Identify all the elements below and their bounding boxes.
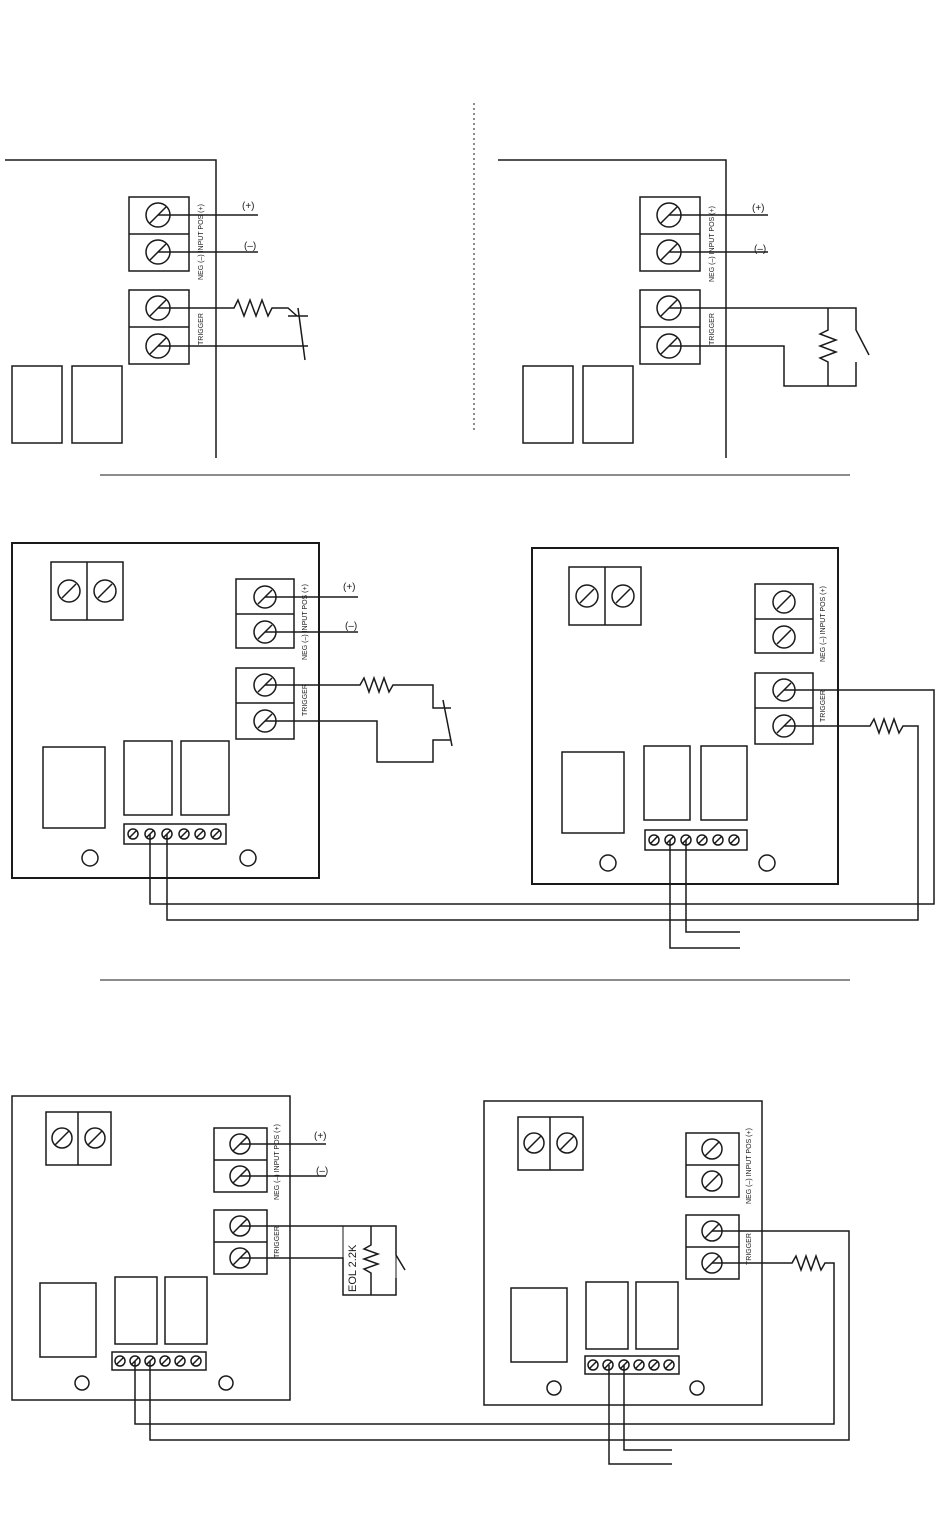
trigger-label: TRIGGER — [302, 684, 309, 716]
input-label: NEG (–) INPUT POS (+) — [820, 586, 827, 662]
resistor — [820, 308, 836, 386]
trigger-label: TRIGGER — [746, 1233, 753, 1265]
panel-top-left — [5, 160, 308, 458]
board-middle-right — [532, 548, 838, 884]
screw-terminal — [657, 203, 681, 358]
resistor — [167, 719, 918, 920]
pos-label: (+) — [343, 582, 356, 593]
input-label: NEG (–) INPUT POS (+) — [709, 206, 716, 282]
neg-label: (–) — [754, 244, 766, 255]
screw-terminal — [146, 203, 170, 358]
pos-label: (+) — [752, 203, 765, 214]
pos-label: (+) — [242, 201, 255, 212]
input-label: NEG (–) INPUT POS (+) — [302, 584, 309, 660]
input-label: NEG (–) INPUT POS (+) — [274, 1124, 281, 1200]
resistor — [158, 300, 297, 316]
pos-label: (+) — [314, 1131, 327, 1142]
board-bottom-right — [484, 1101, 762, 1405]
input-label: NEG (–) INPUT POS (+) — [198, 204, 205, 280]
trigger-label: TRIGGER — [274, 1226, 281, 1258]
wiring-bottom — [135, 1231, 849, 1464]
panel-top-right — [498, 160, 869, 458]
neg-label: (–) — [345, 621, 357, 632]
neg-label: (–) — [244, 241, 256, 252]
trigger-label: TRIGGER — [820, 690, 827, 722]
wiring-middle — [150, 690, 934, 948]
resistor — [364, 1226, 378, 1295]
board-middle-left — [12, 543, 452, 878]
trigger-label: TRIGGER — [709, 313, 716, 345]
trigger-label: TRIGGER — [198, 313, 205, 345]
input-label: NEG (–) INPUT POS (+) — [746, 1128, 753, 1204]
neg-label: (–) — [316, 1166, 328, 1177]
eol-resistor-label: EOL 2.2K — [347, 1244, 359, 1292]
